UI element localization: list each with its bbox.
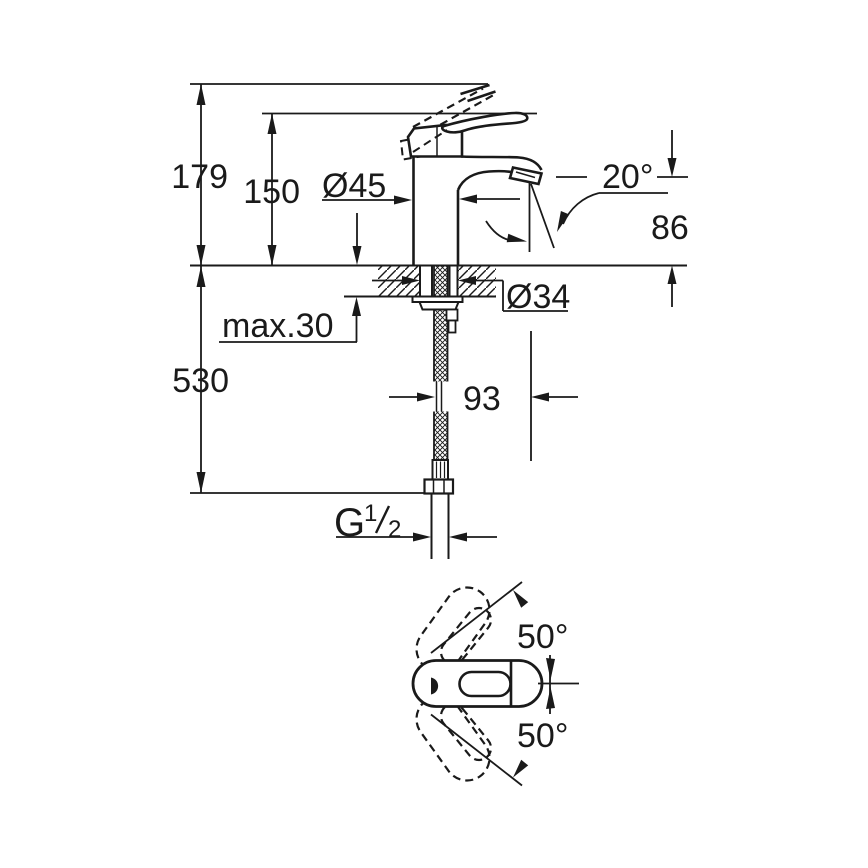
threaded-shank-hose xyxy=(434,266,448,382)
aerator xyxy=(508,165,544,186)
dim-line-93 xyxy=(389,331,578,461)
hose-break-lines xyxy=(435,381,443,412)
dim-label-body-diameter: Ø45 xyxy=(322,167,386,205)
hose-fitting-upper xyxy=(445,308,459,322)
dim-max30-lower xyxy=(219,316,358,343)
dim-label-thread-numerator: 1 xyxy=(364,500,377,527)
faucet-side-view xyxy=(378,83,544,296)
thread-fraction-slash xyxy=(374,505,391,534)
mounting-hardware xyxy=(411,265,464,559)
dim-label-hole-diameter: Ø34 xyxy=(506,278,570,316)
dim-label-hose-length: 530 xyxy=(172,362,229,400)
dim-label-swing-up: 50° xyxy=(517,618,568,656)
dim-label-total-height: 179 xyxy=(171,158,228,196)
handle-rotated-up-ghost xyxy=(415,586,491,673)
dim-label-thread-denominator: 2 xyxy=(388,516,401,543)
dim-label-handle-height: 150 xyxy=(243,173,300,211)
handle-raised-ghost xyxy=(412,87,496,132)
dim-label-thread-letter: G xyxy=(334,501,365,545)
centerline-dimension xyxy=(538,655,579,714)
dim-label-mounting-thickness: max.30 xyxy=(222,307,334,345)
dim-line-86 xyxy=(657,130,688,307)
dim-label-swing-down: 50° xyxy=(517,717,568,755)
counter-hatch-right xyxy=(458,266,496,296)
spout-top-edge xyxy=(460,155,543,171)
connection-pipe xyxy=(430,493,450,559)
handle-rotated-down-ghost xyxy=(415,695,491,782)
mounting-nut xyxy=(418,301,460,311)
dim-label-spout-height: 86 xyxy=(651,209,689,247)
braided-hose-lower xyxy=(434,411,448,460)
handle-top-oval xyxy=(458,670,512,698)
handle-top-view xyxy=(411,581,579,787)
handle-indicator-mark xyxy=(431,677,439,695)
spout-underside xyxy=(456,169,514,191)
dim-label-spout-reach: 93 xyxy=(463,380,501,418)
dimension-labels: 179 150 Ø45 20° 86 Ø34 max.30 530 93 G 1… xyxy=(171,158,689,755)
counter-hatch-left xyxy=(378,266,420,296)
handle-lever xyxy=(440,111,529,134)
dim-label-spray-angle: 20° xyxy=(602,158,653,196)
water-stream-lines xyxy=(528,183,555,252)
hose-fitting-lower xyxy=(447,319,457,334)
swing-ref-line-down xyxy=(430,713,523,787)
dim-line-o45 xyxy=(322,198,520,201)
swing-ref-line-up xyxy=(430,581,523,654)
connection-nut xyxy=(423,478,455,495)
